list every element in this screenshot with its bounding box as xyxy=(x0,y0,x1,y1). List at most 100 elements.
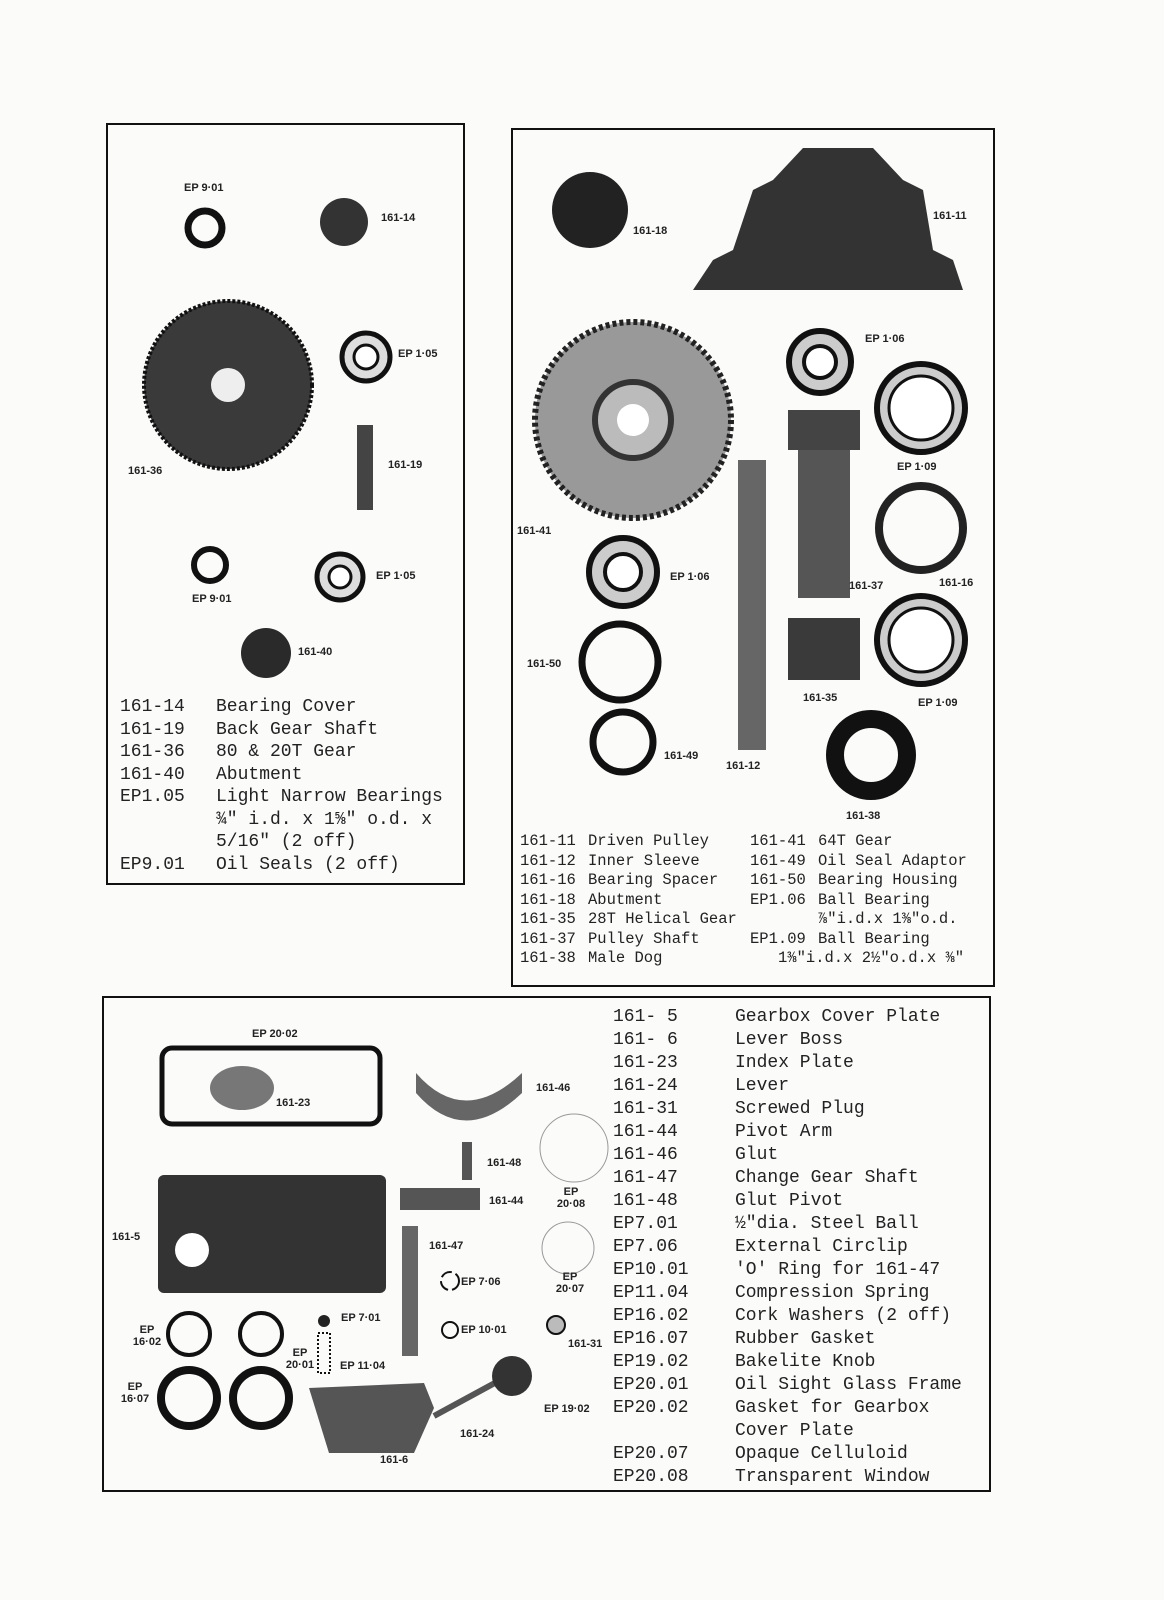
part-label: EP 1·06 xyxy=(670,571,710,583)
part-code xyxy=(120,831,216,854)
transparent-window-part xyxy=(539,1113,609,1183)
part-label: 161-35 xyxy=(803,692,838,704)
part-desc: Pulley Shaft xyxy=(588,929,700,948)
oil-seal-adaptor-part xyxy=(589,708,657,776)
abutment-part xyxy=(552,172,628,248)
part-code: 161- 5 xyxy=(613,1007,678,1027)
part-desc: Cover Plate xyxy=(735,1421,854,1441)
part-desc: Opaque Celluloid xyxy=(735,1444,908,1464)
part-label: 161-36 xyxy=(128,465,163,477)
part-code: 161-14 xyxy=(120,697,185,717)
part-desc: 'O' Ring for 161-47 xyxy=(735,1260,941,1280)
part-label: 161-44 xyxy=(489,1195,524,1207)
bearing-housing-part xyxy=(578,620,662,704)
part-desc: Male Dog xyxy=(588,949,663,967)
part-desc: Oil Seals (2 off) xyxy=(216,854,400,875)
bakelite-knob-part xyxy=(492,1356,532,1396)
part-code: 161-11 xyxy=(520,832,576,850)
part-desc: Abutment xyxy=(216,764,303,785)
part-label: EP 11·04 xyxy=(340,1360,386,1372)
circlip-part xyxy=(440,1271,460,1291)
gasket-part xyxy=(159,1045,383,1127)
part-label: 161-37 xyxy=(849,580,884,592)
part-desc: Compression Spring xyxy=(735,1283,930,1303)
part-code: 161-23 xyxy=(613,1053,678,1073)
lever-boss-part xyxy=(309,1383,434,1453)
part-label: EP 20·02 xyxy=(252,1028,298,1040)
part-label: EP 1·09 xyxy=(918,697,958,709)
part-desc: Oil Seal Adaptor xyxy=(818,851,967,870)
part-code: 161-40 xyxy=(120,764,185,785)
part-desc: Bearing Cover xyxy=(216,697,357,717)
part-code: EP7.06 xyxy=(613,1237,678,1257)
part-desc: Screwed Plug xyxy=(735,1099,865,1119)
part-code: EP19.02 xyxy=(613,1352,689,1372)
part-desc: Gasket for Gearbox xyxy=(735,1398,930,1418)
part-desc: Back Gear Shaft xyxy=(216,719,379,740)
part-code: 161-12 xyxy=(520,851,576,870)
part-code: 161-35 xyxy=(520,910,576,928)
part-code: 161-31 xyxy=(613,1099,678,1119)
part-desc: ¾" i.d. x 1⅝" o.d. x xyxy=(216,809,433,830)
part-desc: Glut Pivot xyxy=(735,1191,844,1211)
part-code: 161-19 xyxy=(120,719,185,740)
part-code: EP16.02 xyxy=(613,1306,689,1326)
part-label: EP 20·08 xyxy=(556,1186,586,1210)
part-label: 161-40 xyxy=(298,646,333,658)
parts-list: 161- 5 Gearbox Cover Plate 161- 6 Lever Bo… xyxy=(613,1006,962,1489)
part-label: 161-23 xyxy=(276,1097,311,1109)
part-label: 161-31 xyxy=(568,1338,603,1350)
part-code: 161-49 xyxy=(750,851,806,870)
part-desc: Lever Boss xyxy=(735,1030,844,1050)
part-desc: Bearing Housing xyxy=(818,871,958,889)
part-label: EP 1·06 xyxy=(865,333,905,345)
part-label: 161-6 xyxy=(380,1454,409,1466)
part-code: EP1.09 xyxy=(750,929,806,948)
pulley-part xyxy=(693,148,963,290)
part-desc: Bakelite Knob xyxy=(735,1352,876,1372)
part-code: 161-47 xyxy=(613,1168,678,1188)
part-code: EP16.07 xyxy=(613,1329,689,1349)
glut-part xyxy=(416,1073,522,1121)
part-code: EP11.04 xyxy=(613,1283,689,1303)
part-desc: ⅞"i.d.x 1⅜"o.d. xyxy=(818,910,958,928)
change-gear-shaft-part xyxy=(402,1226,418,1356)
part-desc: Light Narrow Bearings xyxy=(216,787,443,807)
part-code: 161-46 xyxy=(613,1145,678,1165)
part-code: 161-36 xyxy=(120,742,185,762)
part-code: EP20.01 xyxy=(613,1375,689,1395)
inner-sleeve-part xyxy=(738,460,766,750)
part-label: 161-18 xyxy=(633,225,668,237)
o-ring-part xyxy=(441,1321,459,1339)
part-label: 161-19 xyxy=(388,459,423,471)
part-code xyxy=(750,910,818,930)
cork-washer-part xyxy=(166,1311,212,1357)
part-desc: Gearbox Cover Plate xyxy=(735,1007,941,1027)
part-code: EP9.01 xyxy=(120,854,185,875)
parts-illustration xyxy=(532,148,968,800)
part-code: 161- 6 xyxy=(613,1030,678,1050)
part-desc: 64T Gear xyxy=(818,832,893,850)
spring-part xyxy=(317,1332,331,1374)
helical-gear-part xyxy=(788,618,860,680)
rubber-gasket-part xyxy=(229,1366,293,1430)
part-label: EP 7·06 xyxy=(461,1276,501,1288)
part-label: 161-5 xyxy=(112,1231,141,1243)
part-label: EP 9·01 xyxy=(184,182,224,194)
part-code: EP1.06 xyxy=(750,890,806,909)
part-code: 161-41 xyxy=(750,832,806,850)
part-desc: Ball Bearing xyxy=(818,929,930,948)
part-label: EP 1·05 xyxy=(376,570,416,582)
part-code: EP7.01 xyxy=(613,1214,678,1234)
part-label: 161-49 xyxy=(664,750,699,762)
part-code xyxy=(613,1420,735,1443)
part-code: EP20.08 xyxy=(613,1467,689,1487)
part-code xyxy=(750,949,778,969)
cover-plate-part xyxy=(158,1175,386,1293)
part-label: 161-24 xyxy=(460,1428,495,1440)
opaque-celluloid-part xyxy=(541,1221,595,1275)
shaft-part xyxy=(357,425,373,510)
index-plate-part xyxy=(210,1066,274,1110)
panel-gearbox: EP 20·02 161-23 161-46 161-48 161-44 EP … xyxy=(102,996,991,1492)
